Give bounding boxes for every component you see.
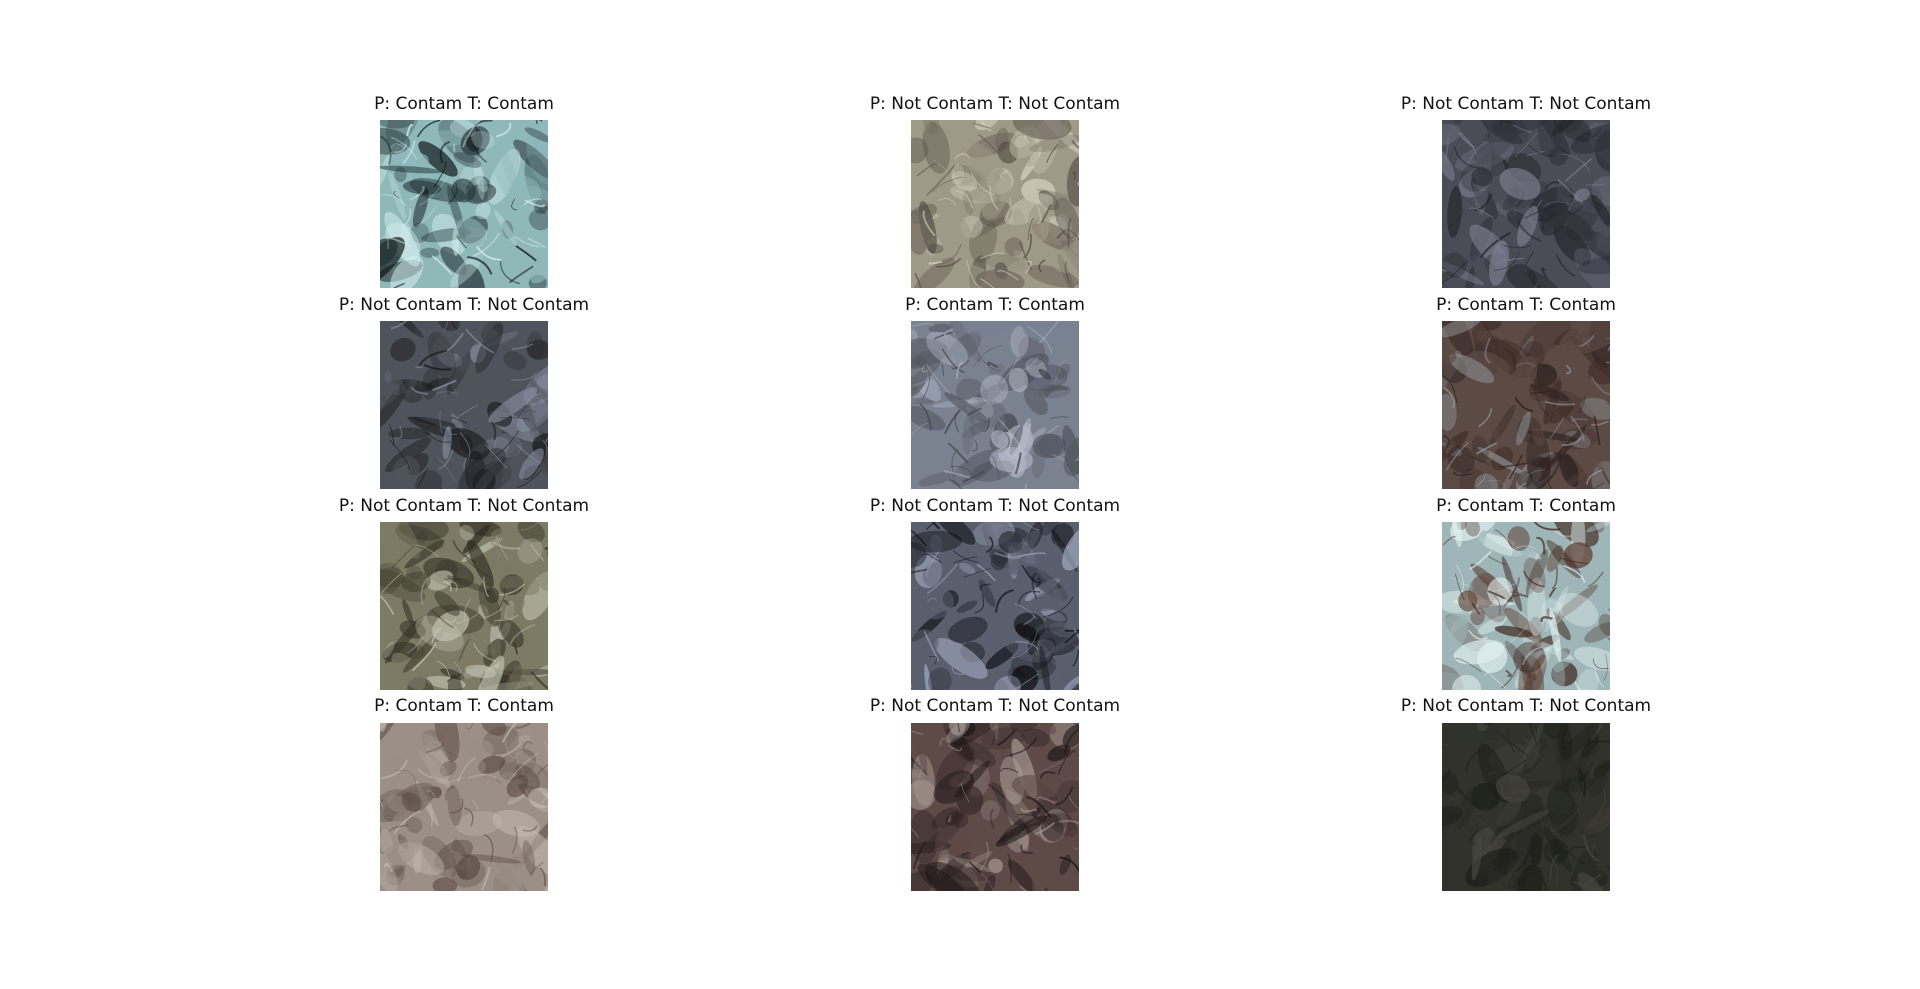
panel-title: P: Not Contam T: Not Contam [338, 496, 590, 516]
wool-sample-image [380, 120, 548, 288]
fleece-texture [911, 522, 1079, 690]
wool-sample-image [1442, 321, 1610, 489]
fleece-texture [1442, 522, 1610, 690]
wool-sample-image [911, 120, 1079, 288]
fleece-texture [1442, 120, 1610, 288]
wool-sample-image [911, 723, 1079, 891]
wool-sample-image [1442, 723, 1610, 891]
panel-title: P: Not Contam T: Not Contam [338, 295, 590, 315]
wool-sample-image [911, 321, 1079, 489]
panel-title: P: Contam T: Contam [1436, 496, 1616, 516]
fleece-texture [911, 723, 1079, 891]
wool-sample-image [1442, 522, 1610, 690]
fleece-texture [380, 120, 548, 288]
fleece-texture [1442, 723, 1610, 891]
panel-title: P: Contam T: Contam [1436, 295, 1616, 315]
fleece-texture [380, 321, 548, 489]
fleece-texture [1442, 321, 1610, 489]
panel-title: P: Not Contam T: Not Contam [869, 94, 1121, 114]
panel-title: P: Contam T: Contam [905, 295, 1085, 315]
wool-sample-image [911, 522, 1079, 690]
fleece-texture [911, 120, 1079, 288]
panel-title: P: Contam T: Contam [374, 696, 554, 716]
panel-title: P: Not Contam T: Not Contam [869, 696, 1121, 716]
panel-title: P: Not Contam T: Not Contam [869, 496, 1121, 516]
wool-sample-image [380, 723, 548, 891]
panel-title: P: Not Contam T: Not Contam [1400, 94, 1652, 114]
fleece-texture [380, 723, 548, 891]
wool-sample-image [380, 321, 548, 489]
panel-title: P: Contam T: Contam [374, 94, 554, 114]
fleece-texture [380, 522, 548, 690]
panel-title: P: Not Contam T: Not Contam [1400, 696, 1652, 716]
fleece-texture [911, 321, 1079, 489]
wool-sample-image [380, 522, 548, 690]
wool-sample-image [1442, 120, 1610, 288]
